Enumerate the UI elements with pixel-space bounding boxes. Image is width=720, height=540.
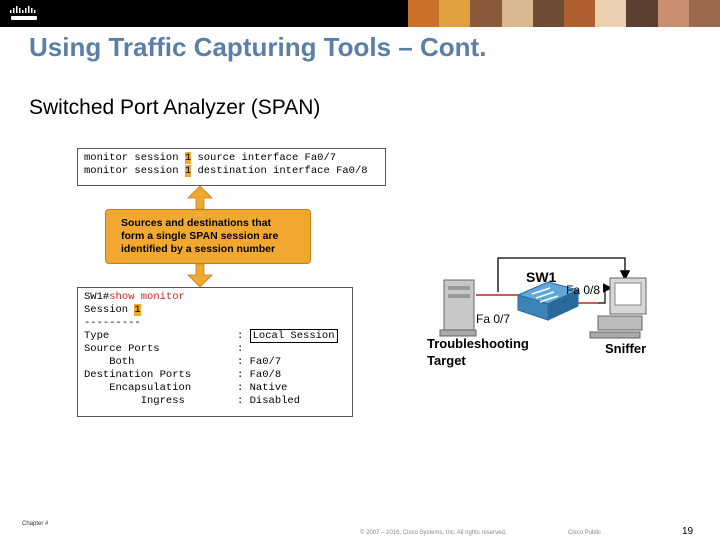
session-label: Session xyxy=(84,304,135,316)
session-number-callout: Sources and destinations that form a sin… xyxy=(105,209,311,264)
cli-command-text: monitor session xyxy=(84,152,185,164)
classification-label: Cisco Public xyxy=(568,530,602,536)
slide-title: Using Traffic Capturing Tools – Cont. xyxy=(29,32,487,62)
copyright-text: © 2007 – 2016, Cisco Systems, Inc. All r… xyxy=(360,530,507,536)
cli-config-line: monitor session 1 source interface Fa0/7 xyxy=(84,152,379,165)
monitor-row-value: Native xyxy=(249,382,288,394)
monitor-row-value: Fa0/8 xyxy=(249,369,282,381)
cli-command-text: monitor session xyxy=(84,165,185,177)
cisco-logo-icon xyxy=(10,6,37,20)
session-number-highlight: 1 xyxy=(134,304,141,316)
monitor-row-label: Ingress xyxy=(84,395,185,407)
cli-show-monitor-box: SW1#show monitor Session 1 --------- Typ… xyxy=(77,287,353,417)
session-line: Session 1 xyxy=(84,304,346,317)
monitor-row: Type: Local Session xyxy=(84,329,346,343)
port-label-fa08: Fa 0/8 xyxy=(566,283,601,297)
monitor-row-label: Destination Ports xyxy=(84,369,192,381)
cli-config-line: monitor session 1 destination interface … xyxy=(84,165,379,178)
target-label-line2: Target xyxy=(427,353,466,368)
monitor-row-value: Disabled xyxy=(249,395,301,407)
span-network-diagram xyxy=(439,257,647,339)
port-label-fa07: Fa 0/7 xyxy=(476,312,511,326)
monitor-row-label: Source Ports xyxy=(84,343,160,355)
session-number-highlight: 1 xyxy=(184,152,192,164)
span-copy-arrow xyxy=(497,257,631,292)
monitor-row: Destination Ports: Fa0/8 xyxy=(84,369,282,381)
slide-subtitle: Switched Port Analyzer (SPAN) xyxy=(29,96,321,119)
monitor-row: Encapsulation: Native xyxy=(84,382,288,394)
callout-text-line: Sources and destinations that xyxy=(121,217,271,229)
cli-command-args: source interface Fa0/7 xyxy=(191,152,337,164)
page-number: 19 xyxy=(682,526,694,537)
session-number-highlight: 1 xyxy=(184,165,192,177)
callout-arrow-down-icon xyxy=(187,263,213,288)
monitor-row-label: Encapsulation xyxy=(84,382,192,394)
switch-label: SW1 xyxy=(526,269,557,285)
callout-text-line: form a single SPAN session are xyxy=(121,230,279,242)
cli-config-box: monitor session 1 source interface Fa0/7… xyxy=(77,148,386,186)
monitor-row-label: Both xyxy=(84,356,135,368)
header-bar xyxy=(0,0,720,27)
monitor-row-label: Type xyxy=(84,330,110,342)
cli-show-command: show monitor xyxy=(109,291,185,303)
monitor-row: Source Ports: xyxy=(84,343,250,355)
sniffer-pc-icon xyxy=(589,277,647,339)
cli-prompt-line: SW1#show monitor xyxy=(84,291,346,304)
callout-text-line: identified by a session number xyxy=(121,243,276,255)
monitor-row: Both: Fa0/7 xyxy=(84,356,282,368)
link-to-sniffer xyxy=(598,283,613,304)
monitor-row-value: Local Session xyxy=(249,329,338,343)
target-label-line1: Troubleshooting xyxy=(427,336,529,351)
callout-arrow-up-icon xyxy=(187,185,213,210)
header-photo-strip xyxy=(408,0,720,27)
cli-prompt: SW1# xyxy=(84,291,110,303)
troubleshooting-target-pc-icon xyxy=(439,279,477,337)
chapter-label: Chapter # xyxy=(22,521,49,527)
sniffer-label: Sniffer xyxy=(605,341,647,356)
cli-command-args: destination interface Fa0/8 xyxy=(191,165,368,177)
monitor-row-value: Fa0/7 xyxy=(249,356,282,368)
cli-separator: --------- xyxy=(84,317,141,329)
monitor-row: Ingress: Disabled xyxy=(84,395,301,407)
switch-sw1-icon xyxy=(516,281,580,321)
